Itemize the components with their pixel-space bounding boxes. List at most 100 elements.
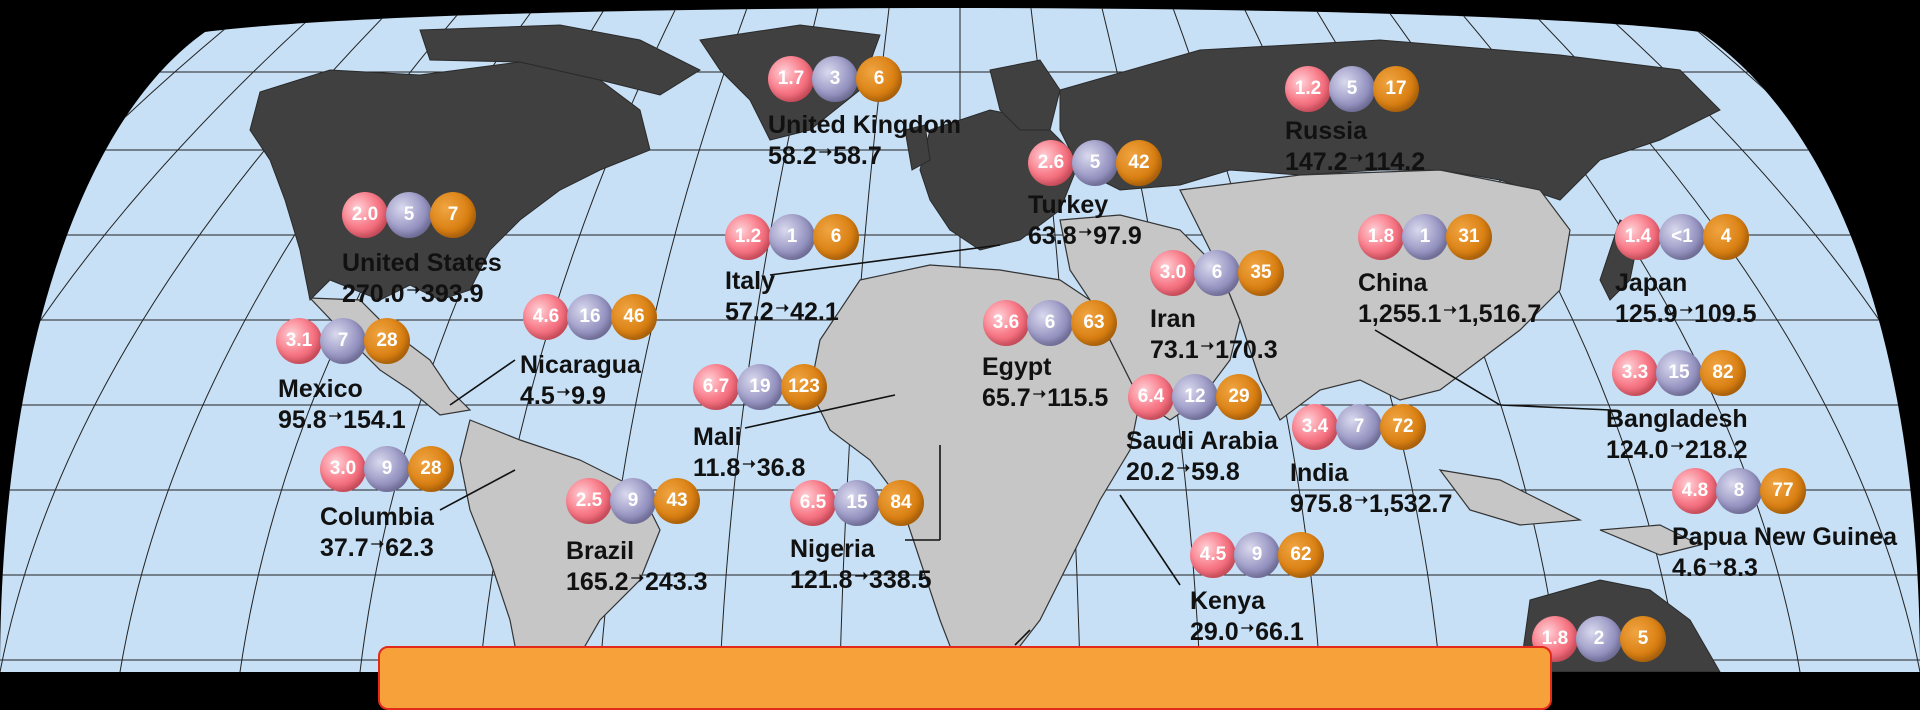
- saudi-arabia-bubble-2: 12: [1172, 374, 1218, 420]
- arrow-icon: ➝: [556, 383, 571, 401]
- saudi-arabia-population-to: 59.8: [1191, 457, 1240, 486]
- nicaragua-bubble-3: 46: [611, 294, 657, 340]
- iran-population-to: 170.3: [1215, 335, 1278, 364]
- mexico-population: 95.8➝154.1: [278, 405, 406, 436]
- nigeria-population-from: 121.8: [790, 565, 853, 594]
- japan-population-from: 125.9: [1615, 299, 1678, 328]
- nicaragua-bubble-1: 4.6: [523, 294, 569, 340]
- russia-bubble-1: 1.2: [1285, 66, 1331, 112]
- bangladesh-population: 124.0➝218.2: [1606, 435, 1748, 466]
- italy-population-from: 57.2: [725, 297, 774, 326]
- russia-population-from: 147.2: [1285, 147, 1348, 176]
- kenya-bubble-1: 4.5: [1190, 532, 1236, 578]
- australia-bubble-2: 2: [1576, 616, 1622, 662]
- india-population-to: 1,532.7: [1368, 489, 1453, 518]
- arrow-icon: ➝: [1078, 223, 1093, 241]
- arrow-icon: ➝: [1708, 555, 1723, 573]
- arrow-icon: ➝: [1679, 301, 1693, 319]
- papua-new-guinea-population: 4.6➝8.3: [1672, 553, 1897, 584]
- australia-bubble-3: 5: [1620, 616, 1666, 662]
- bangladesh-population-to: 218.2: [1684, 435, 1748, 464]
- nigeria-name: Nigeria: [790, 535, 875, 563]
- papua-new-guinea-bubble-3: 77: [1760, 468, 1806, 514]
- india-population-from: 975.8: [1290, 489, 1353, 518]
- italy-population: 57.2➝42.1: [725, 297, 839, 328]
- columbia-population: 37.7➝62.3: [320, 533, 434, 564]
- italy-bubble-1: 1.2: [725, 214, 771, 260]
- russia-population-to: 114.2: [1363, 147, 1426, 176]
- united-kingdom-population-from: 58.2: [768, 141, 817, 170]
- india-bubble-1: 3.4: [1292, 404, 1338, 450]
- iran-name: Iran: [1150, 305, 1196, 333]
- columbia-population-to: 62.3: [385, 533, 434, 562]
- iran-bubble-2: 6: [1194, 250, 1240, 296]
- turkey-population: 63.8➝97.9: [1028, 221, 1142, 252]
- land-se-asia-islands: [1438, 469, 1583, 526]
- brazil-population-to: 243.3: [644, 567, 708, 596]
- kenya-population-to: 66.1: [1255, 617, 1304, 646]
- arrow-icon: ➝: [1443, 301, 1457, 319]
- italy-bubble-2: 1: [769, 214, 815, 260]
- land-alaska-canada-north: [419, 24, 702, 96]
- united-kingdom-name: United Kingdom: [768, 111, 962, 139]
- nicaragua-population-from: 4.5: [520, 381, 555, 410]
- mexico-bubble-1: 3.1: [276, 318, 322, 364]
- mexico-bubble-2: 7: [320, 318, 366, 364]
- saudi-arabia-name: Saudi Arabia: [1126, 427, 1278, 455]
- japan-bubble-3: 4: [1703, 214, 1749, 260]
- mali-bubble-1: 6.7: [693, 364, 739, 410]
- japan-population-to: 109.5: [1693, 299, 1757, 328]
- arrow-icon: ➝: [742, 455, 756, 473]
- united-states-population: 270.0➝393.9: [342, 279, 502, 310]
- nigeria-bubble-1: 6.5: [790, 480, 836, 526]
- russia-bubble-3: 17: [1373, 66, 1419, 112]
- papua-new-guinea-name: Papua New Guinea: [1672, 523, 1898, 551]
- kenya-population: 29.0➝66.1: [1190, 617, 1304, 648]
- china-name: China: [1358, 269, 1428, 297]
- egypt-population-to: 115.5: [1047, 383, 1109, 412]
- china-population-from: 1,255.1: [1358, 299, 1442, 328]
- china-bubble-2: 1: [1402, 214, 1448, 260]
- india-bubble-3: 72: [1380, 404, 1426, 450]
- united-kingdom-population-to: 58.7: [833, 141, 882, 170]
- turkey-bubble-3: 42: [1116, 140, 1162, 186]
- papua-new-guinea-bubble-2: 8: [1716, 468, 1762, 514]
- bangladesh-bubble-1: 3.3: [1612, 350, 1658, 396]
- brazil-bubble-1: 2.5: [566, 478, 612, 524]
- japan-name: Japan: [1615, 269, 1688, 297]
- columbia-bubble-3: 28: [408, 446, 454, 492]
- egypt-bubble-1: 3.6: [983, 300, 1029, 346]
- china-population: 1,255.1➝1,516.7: [1358, 299, 1541, 330]
- arrow-icon: ➝: [1354, 491, 1368, 509]
- mexico-name: Mexico: [278, 375, 363, 403]
- bangladesh-population-from: 124.0: [1606, 435, 1669, 464]
- turkey-bubble-2: 5: [1072, 140, 1118, 186]
- mexico-population-to: 154.1: [343, 405, 406, 434]
- land-new-guinea: [1599, 524, 1702, 556]
- info-panel: [378, 646, 1552, 710]
- kenya-bubble-2: 9: [1234, 532, 1280, 578]
- papua-new-guinea-bubble-1: 4.8: [1672, 468, 1718, 514]
- china-bubble-3: 31: [1446, 214, 1492, 260]
